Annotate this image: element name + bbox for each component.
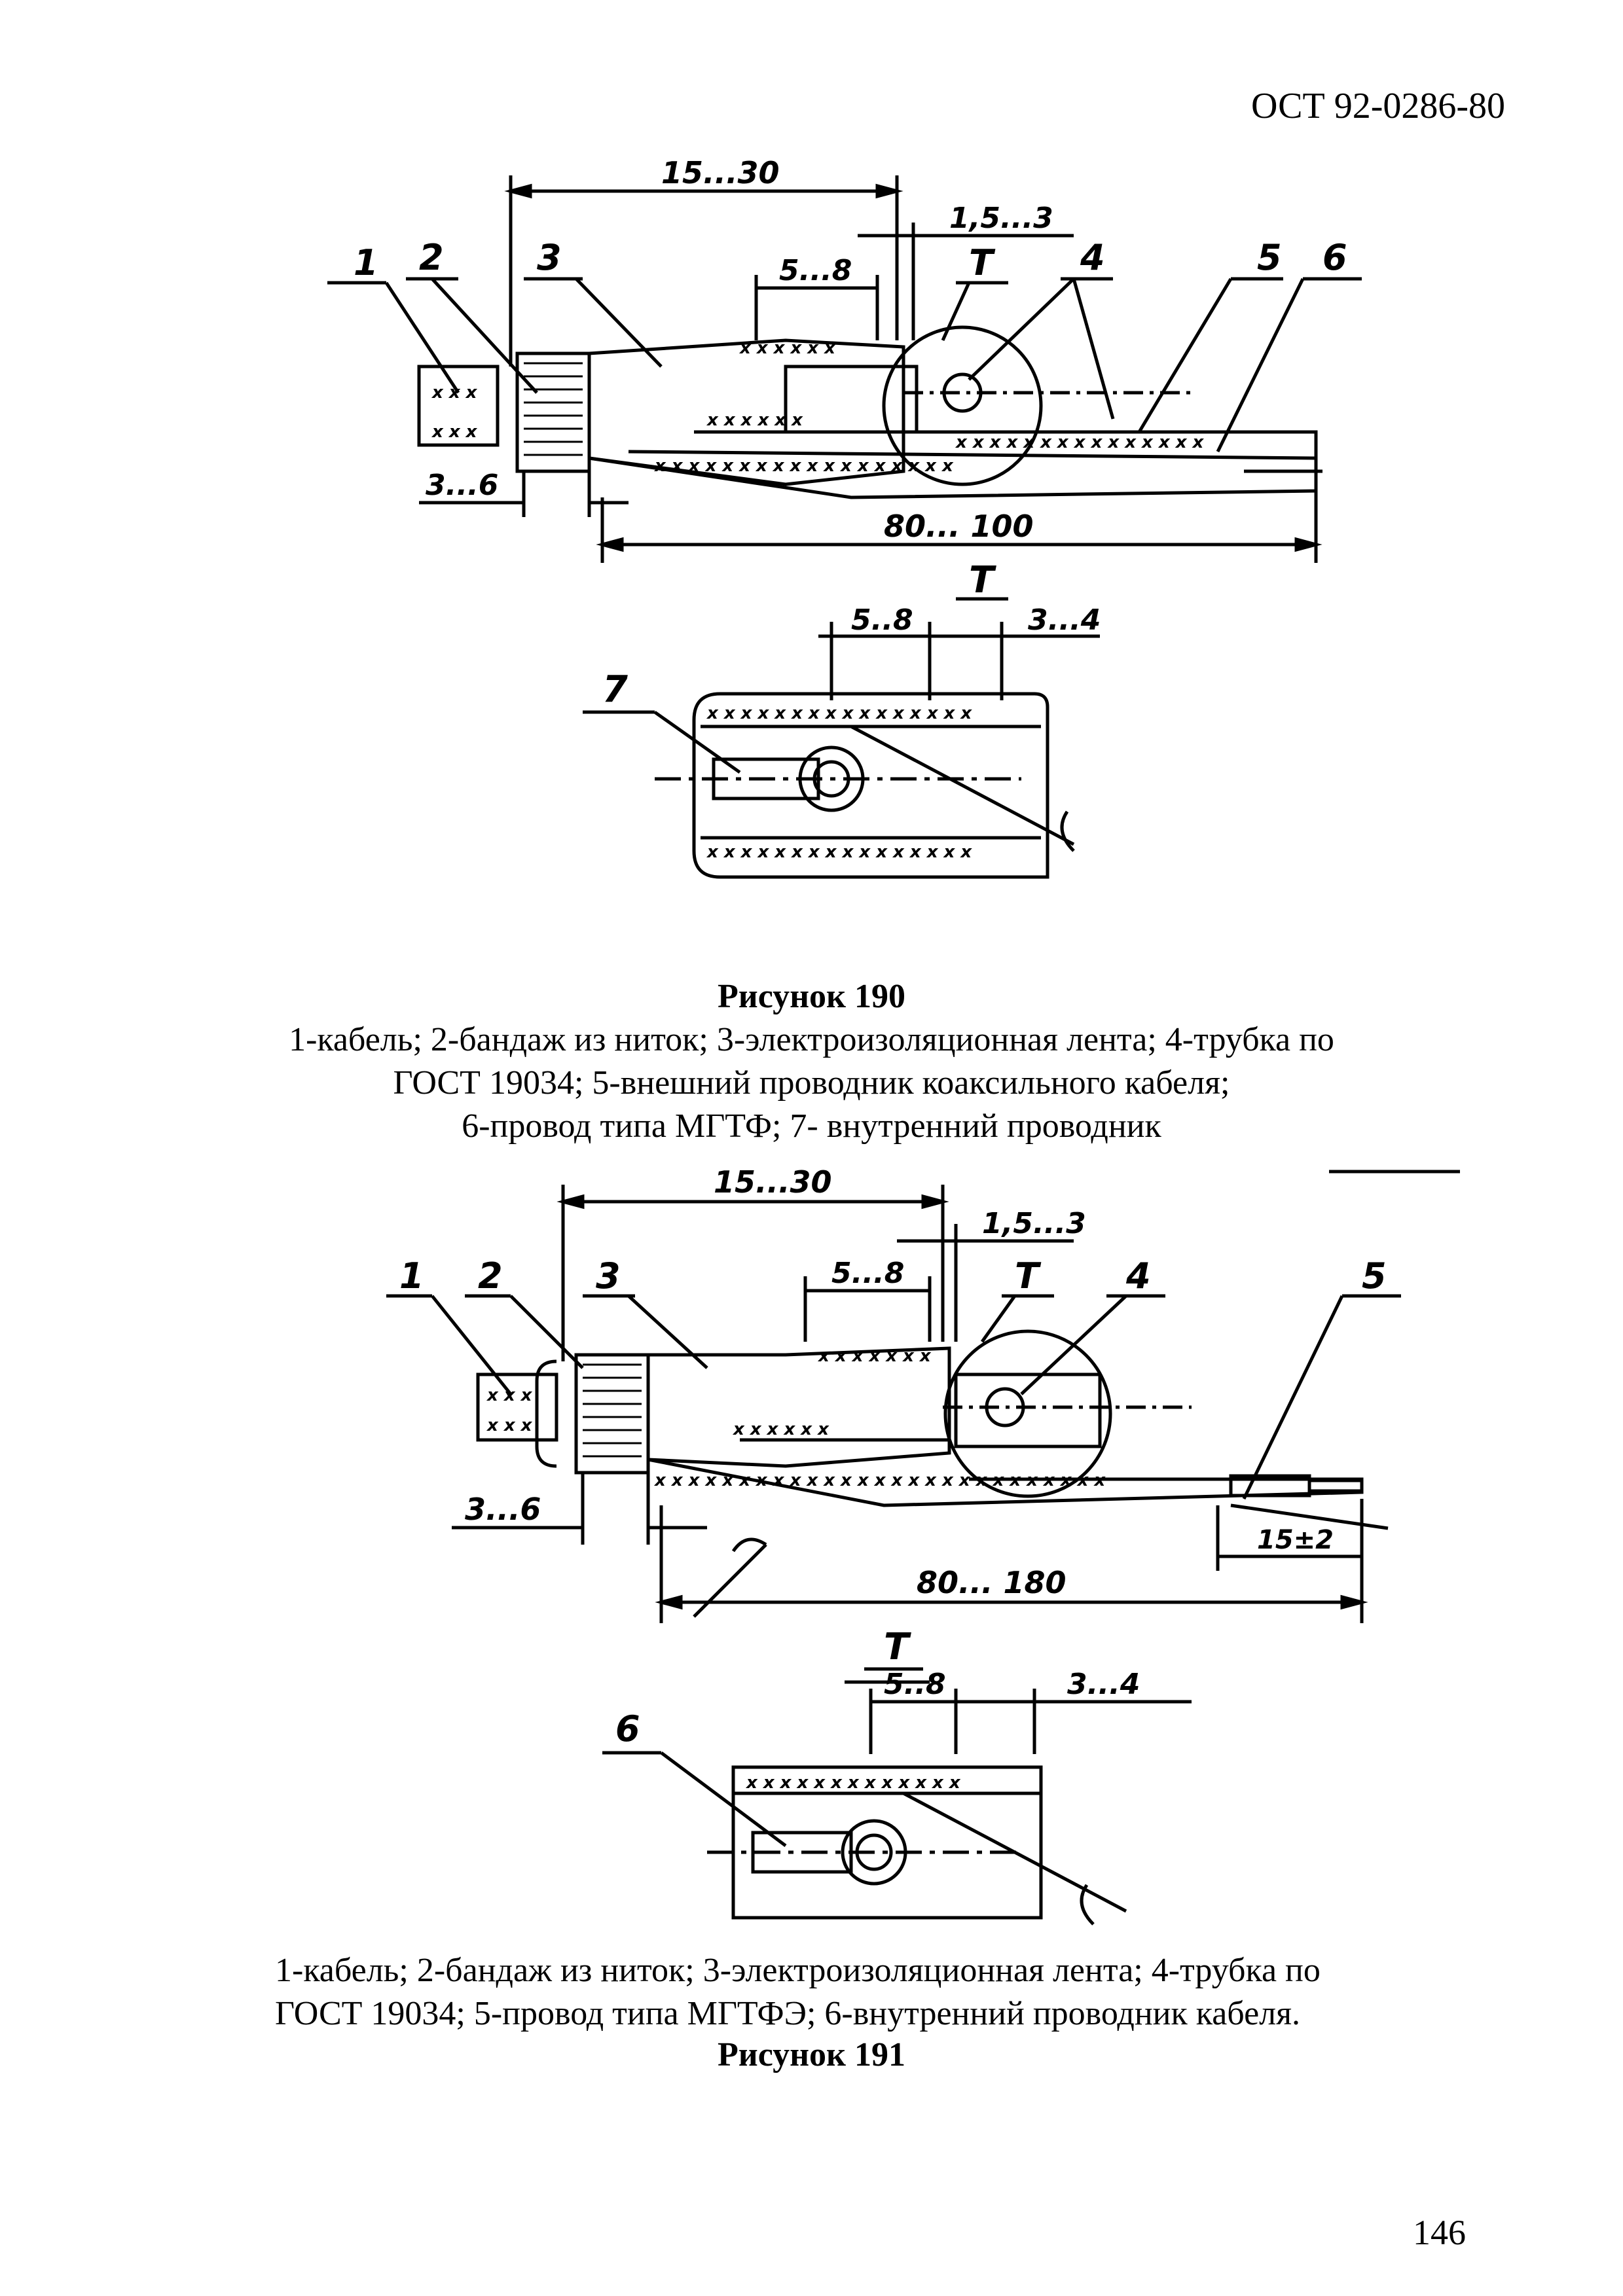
svg-text:x x x x x x: x x x x x x xyxy=(706,410,803,430)
figure-191-detail-view: T 5..8 3...4 6 x x x x x x x x x x x x x xyxy=(602,1626,1192,1926)
detail-title-T-b: T xyxy=(884,1626,911,1668)
callout-4-b: 4 xyxy=(1125,1255,1151,1297)
detail-dim-5-8: 5..8 xyxy=(851,603,913,637)
dim-3-6: 3...6 xyxy=(426,469,498,502)
svg-text:x x x x x x x x x x x x x x x: x x x x x x x x x x x x x x x xyxy=(955,433,1205,452)
callout-2-b: 2 xyxy=(478,1255,503,1297)
figure-190-title: Рисунок 190 xyxy=(717,978,906,1015)
svg-text:x x x x x x: x x x x x x xyxy=(732,1420,830,1439)
dim-5-8-b: 5...8 xyxy=(831,1257,904,1290)
figure-190-legend-line-1: 1-кабель; 2-бандаж из ниток; 3-электроиз… xyxy=(289,1021,1334,1058)
dim-1-5-3-b: 1,5...3 xyxy=(982,1207,1086,1240)
detail-dim-3-4: 3...4 xyxy=(1028,603,1101,637)
callout-4: 4 xyxy=(1080,237,1105,278)
figure-190-legend-line-3: 6-провод типа МГТФ; 7- внутренний провод… xyxy=(462,1107,1161,1145)
callout-6-b: 6 xyxy=(615,1708,640,1749)
callout-1: 1 xyxy=(354,242,378,283)
detail-dim-3-4-b: 3...4 xyxy=(1067,1668,1140,1701)
figure-191-legend-line-2: ГОСТ 19034; 5-провод типа МГТФЭ; 6-внутр… xyxy=(275,1995,1301,2032)
figure-191-title: Рисунок 191 xyxy=(717,2036,906,2073)
svg-text:x x x x x x x x x x x x x: x x x x x x x x x x x x x xyxy=(745,1773,961,1793)
svg-text:x x x x x x x: x x x x x x x xyxy=(817,1346,932,1366)
detail-title-T: T xyxy=(969,559,996,601)
svg-text:x x x x x x x x x x x x x x x: x x x x x x x x x x x x x x x x x x xyxy=(653,456,954,476)
figure-190-legend-line-2: ГОСТ 19034; 5-внешний проводник коаксиль… xyxy=(393,1064,1230,1102)
page-number: 146 xyxy=(1413,2213,1466,2252)
callout-3-b: 3 xyxy=(596,1255,621,1297)
figure-191-main-view: 15...30 1,5...3 5...8 1 2 3 T 4 5 x x x … xyxy=(386,1164,1460,1623)
dim-1-5-3: 1,5...3 xyxy=(949,202,1053,235)
svg-text:x x x x x x x x x x x x x x x: x x x x x x x x x x x x x x x x xyxy=(706,704,972,723)
dim-3-6-b: 3...6 xyxy=(465,1492,541,1527)
figure-191-legend: 1-кабель; 2-бандаж из ниток; 3-электроиз… xyxy=(275,1949,1506,2036)
dim-80-100: 80... 100 xyxy=(884,509,1033,544)
callout-2: 2 xyxy=(419,237,444,278)
svg-text:x x x x x x x x x x x x x x x: x x x x x x x x x x x x x x x x x x x x … xyxy=(653,1471,1106,1490)
figure-190-caption: Рисунок 190 1-кабель; 2-бандаж из ниток;… xyxy=(0,975,1623,1148)
svg-text:x x x: x x x xyxy=(431,422,478,442)
detail-dim-5-8-b: 5..8 xyxy=(884,1668,946,1701)
document-code: ОСТ 92-0286-80 xyxy=(1251,86,1505,126)
dim-80-180: 80... 180 xyxy=(917,1565,1066,1600)
figure-191-legend-line-1: 1-кабель; 2-бандаж из ниток; 3-электроиз… xyxy=(275,1952,1321,1989)
callout-3: 3 xyxy=(537,237,562,278)
svg-text:x x x x x x: x x x x x x xyxy=(739,338,836,358)
figure-190-detail-view: T 5..8 3...4 7 x x x x x x x x x x x x x… xyxy=(583,559,1101,879)
callout-7: 7 xyxy=(602,668,628,711)
callout-5: 5 xyxy=(1257,237,1282,278)
svg-text:x x x: x x x xyxy=(431,383,478,403)
callout-5-b: 5 xyxy=(1362,1255,1387,1297)
callout-6: 6 xyxy=(1322,237,1347,278)
svg-text:x x x: x x x xyxy=(486,1386,533,1405)
dim-15-2: 15±2 xyxy=(1257,1525,1334,1555)
figure-190-main-view: 15...30 1,5...3 5...8 1 2 3 T 4 5 6 xyxy=(327,155,1362,563)
dim-5-8: 5...8 xyxy=(779,254,852,287)
callout-1-b: 1 xyxy=(399,1255,424,1297)
dim-15-30-b: 15...30 xyxy=(714,1164,831,1200)
dim-15-30: 15...30 xyxy=(661,155,779,190)
callout-T: T xyxy=(969,242,996,283)
svg-text:x x x: x x x xyxy=(486,1416,533,1435)
svg-text:x x x x x x x x x x x x x x x: x x x x x x x x x x x x x x x x xyxy=(706,842,972,862)
callout-T-b: T xyxy=(1015,1255,1042,1297)
